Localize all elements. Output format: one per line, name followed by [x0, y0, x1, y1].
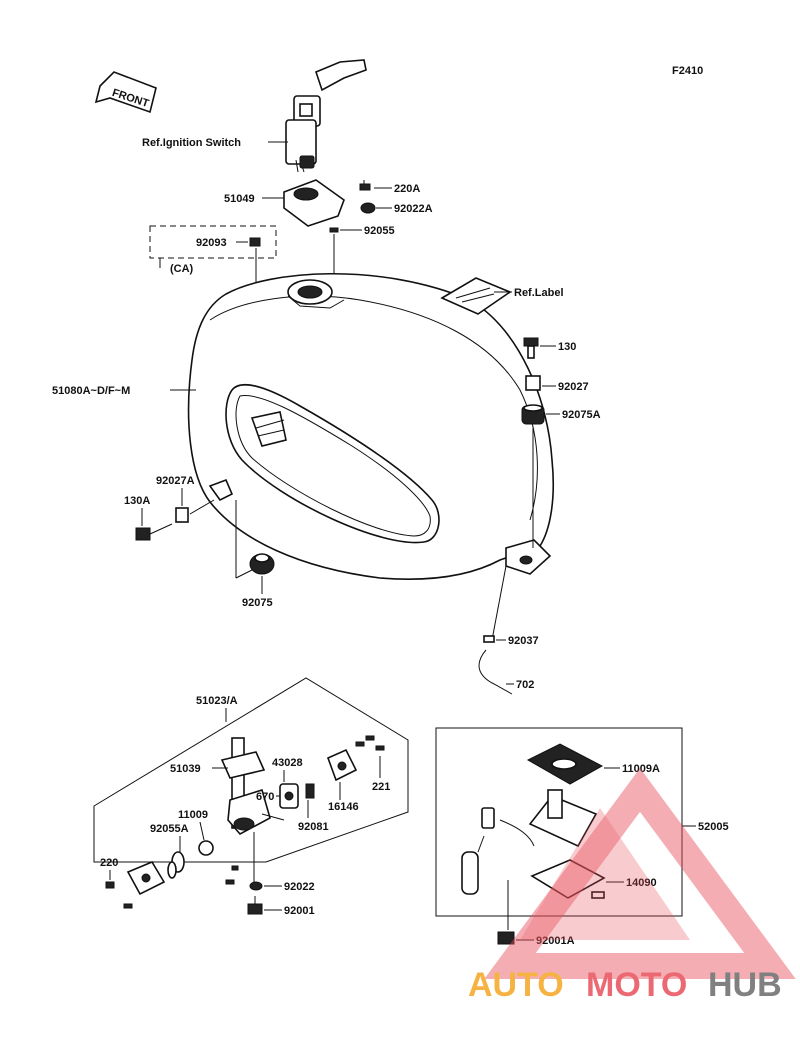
- label-51039: 51039: [170, 763, 201, 775]
- label-11009a: 11009A: [622, 763, 660, 775]
- damper-92075a-icon: [521, 404, 545, 425]
- screw-221-icon-a: [355, 741, 365, 747]
- screw-221-icon-b: [365, 735, 375, 741]
- label-92075a: 92075A: [562, 409, 601, 421]
- fuel-cock-assembly-box: [93, 677, 409, 863]
- spring-92081-icon: [305, 783, 315, 799]
- watermark-auto: AUTO: [468, 966, 564, 1004]
- label-92093: 92093: [196, 237, 227, 249]
- label-51049: 51049: [224, 193, 255, 205]
- label-92037: 92037: [508, 635, 539, 647]
- watermark-hub: HUB: [708, 966, 782, 1004]
- figure-code: F2410: [672, 65, 703, 77]
- fuel-cock-icon: [220, 737, 285, 836]
- label-11009: 11009: [178, 809, 208, 821]
- fuel-sensor-assembly-box: [435, 727, 683, 917]
- collar-92027a-icon: [175, 507, 189, 523]
- label-92022a: 92022A: [394, 203, 433, 215]
- ignition-key-icon: [285, 59, 367, 173]
- label-ca: (CA): [170, 263, 194, 275]
- label-92001a: 92001A: [536, 935, 575, 947]
- fuel-tank-icon: [187, 272, 555, 580]
- screw-220-icon-b: [123, 903, 133, 909]
- label-51080: 51080A~D/F~M: [52, 385, 130, 397]
- label-92055a: 92055A: [150, 823, 189, 835]
- label-221: 221: [372, 781, 390, 793]
- clamp-92037-icon: [483, 635, 495, 643]
- gasket-43028-icon: [279, 783, 299, 809]
- collar-92027-icon: [525, 375, 541, 391]
- plate-16146-icon: [326, 748, 358, 782]
- oring-11009-icon: [198, 840, 214, 856]
- label-130: 130: [558, 341, 576, 353]
- gasket-11009a-icon: [526, 743, 604, 785]
- label-92081: 92081: [298, 821, 329, 833]
- label-220: 220: [100, 857, 118, 869]
- label-220a: 220A: [394, 183, 420, 195]
- screw-220-icon-d: [231, 865, 239, 871]
- label-670: 670: [256, 791, 274, 803]
- washer-92022-icon: [249, 881, 263, 891]
- lever-icon: [126, 860, 177, 896]
- label-702: 702: [516, 679, 534, 691]
- washer-92022a-icon: [360, 202, 376, 214]
- bolt-130-icon: [523, 337, 539, 359]
- label-130a: 130A: [124, 495, 150, 507]
- label-51023: 51023/A: [196, 695, 238, 707]
- label-92027a: 92027A: [156, 475, 195, 487]
- screw-220-icon-c: [225, 879, 235, 885]
- watermark-moto: MOTO: [586, 966, 687, 1004]
- screw-220a-icon: [359, 180, 371, 191]
- label-52005: 52005: [698, 821, 729, 833]
- label-ref-label: Ref.Label: [514, 287, 564, 299]
- label-43028: 43028: [272, 757, 303, 769]
- label-ref-ignition-switch: Ref.Ignition Switch: [142, 137, 241, 149]
- label-92001: 92001: [284, 905, 315, 917]
- bolt-130a-icon: [135, 523, 173, 541]
- part-92093-icon: [249, 237, 261, 247]
- screw-220-icon: [105, 881, 115, 889]
- fuel-sensor-icon: [461, 789, 606, 899]
- automotohub-logo: AUTO MOTO HUB: [468, 768, 796, 1004]
- label-92055: 92055: [364, 225, 395, 237]
- hose-702-icon: [478, 649, 513, 695]
- ca-variant-box: [149, 225, 277, 259]
- label-92027: 92027: [558, 381, 589, 393]
- label-92022: 92022: [284, 881, 315, 893]
- front-arrow: FRONT: [94, 71, 157, 114]
- bolt-92001-icon: [247, 896, 263, 915]
- part-92055-icon: [329, 227, 339, 233]
- screw-221-icon-c: [375, 745, 385, 751]
- bolt-92001a-icon: [497, 931, 515, 945]
- label-92075: 92075: [242, 597, 273, 609]
- label-16146: 16146: [328, 801, 359, 813]
- tank-cap-icon: [283, 179, 345, 227]
- damper-92075-icon: [249, 553, 275, 575]
- label-14090: 14090: [626, 877, 657, 889]
